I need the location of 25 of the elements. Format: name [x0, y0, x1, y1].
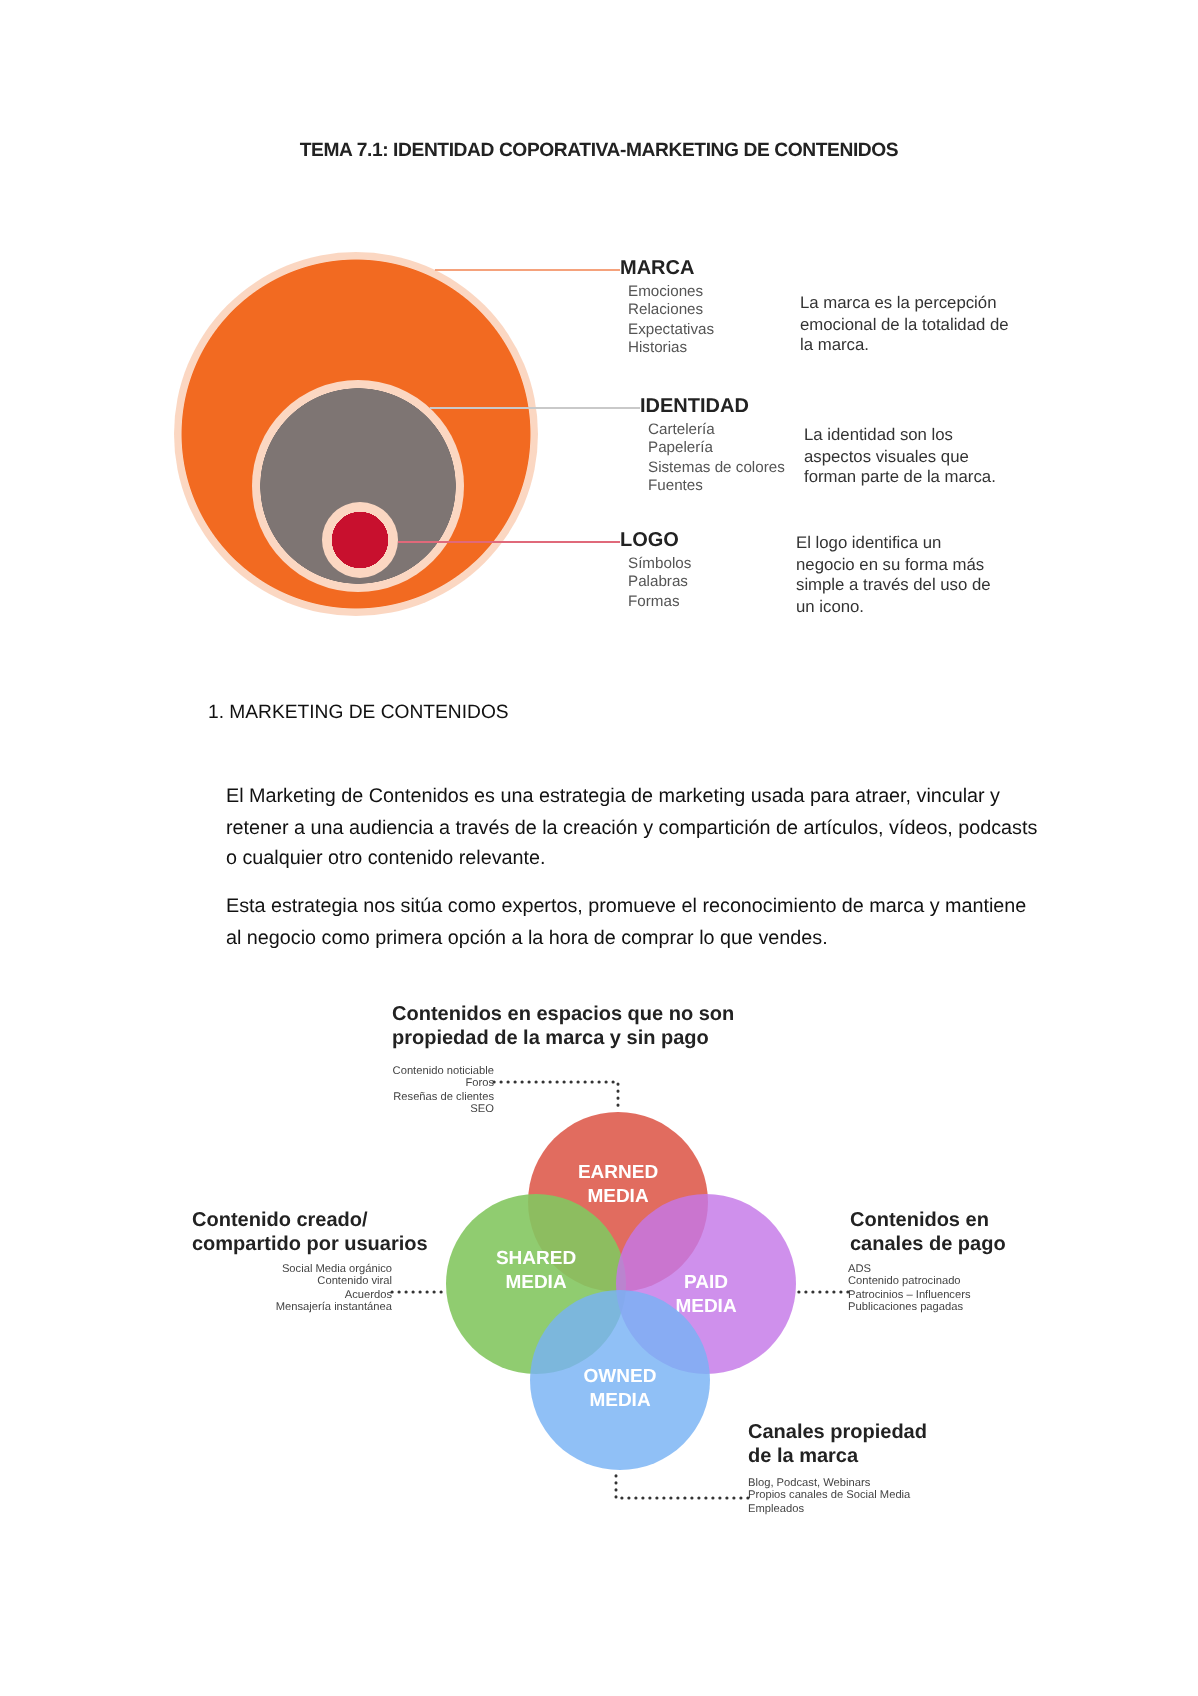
circle-label: SHARED MEDIA [493, 1248, 579, 1296]
leader-line [390, 1290, 448, 1294]
paragraph: Esta estrategia nos sitúa como expertos, promueve el reconocimiento de marca y mantiene al negocio como primera opción a la hora de comprar lo que vendes. [226, 894, 1029, 953]
paragraph: El Marketing de Contenidos es una estrategia de marketing usada para atraer, vincular y retener a una audiencia a través de la creación y compartición de artículos, vídeos, podcasts o cualquier otro contenido relevante. [226, 784, 1040, 874]
section-heading: 1. MARKETING DE CONTENIDOS [208, 700, 511, 728]
heading: Contenidos en espacios que no son propiedad de la marca y sin pago [392, 1004, 737, 1050]
circle-label: PAID MEDIA [673, 1272, 739, 1320]
heading: Contenidos en canales de pago [850, 1210, 1008, 1256]
heading: IDENTIDAD [640, 394, 751, 420]
title: TEMA 7.1: IDENTIDAD COPORATIVA-MARKETING DE CONTENIDOS [297, 140, 901, 162]
heading: MARCA [620, 256, 697, 282]
circle-label: OWNED MEDIA [581, 1366, 659, 1414]
leader-line [433, 269, 621, 271]
circle [322, 502, 398, 578]
circle-label: EARNED MEDIA [575, 1162, 661, 1210]
heading: LOGO [620, 528, 681, 554]
description: La marca es la percepción emocional de la totalidad de la marca. [800, 292, 1011, 355]
description: El logo identifica un negocio en su forma más simple a través del uso de un icono. [796, 532, 993, 616]
leader-line [614, 1468, 750, 1500]
heading: Canales propiedad de la marca [748, 1422, 929, 1468]
leader-line [794, 1290, 850, 1294]
description: La identidad son los aspectos visuales que forman parte de la marca. [804, 424, 998, 487]
leader-line [396, 541, 621, 543]
heading: Contenido creado/ compartido por usuarios [192, 1210, 430, 1256]
leader-line [428, 407, 641, 409]
